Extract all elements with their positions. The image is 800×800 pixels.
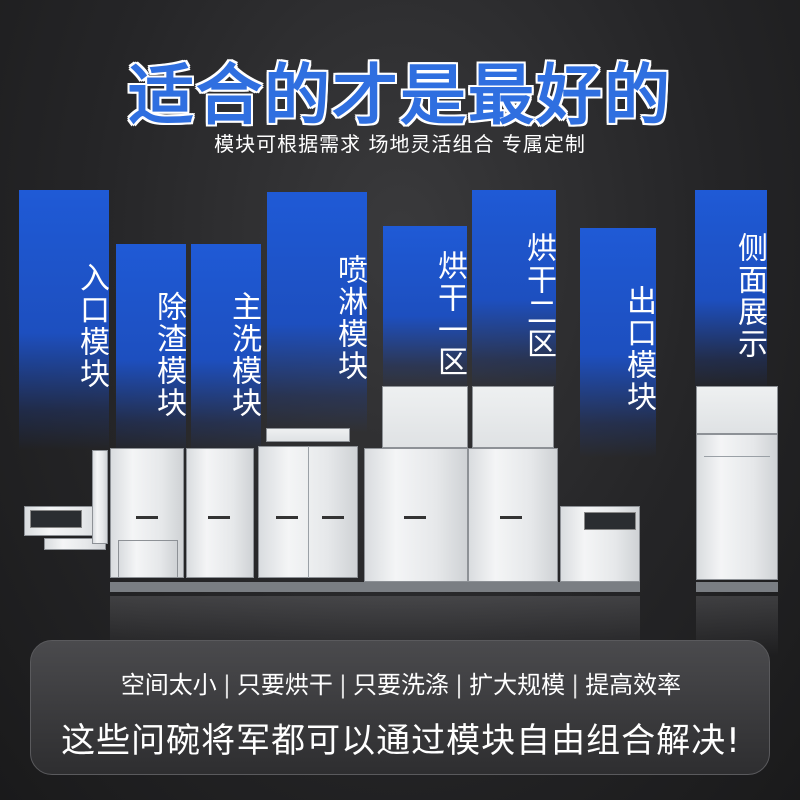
bottom-info-box: 空间太小|只要烘干|只要洗涤|扩大规模|提高效率 这些问碗将军都可以通过模块自由…: [30, 640, 770, 775]
feature-list: 空间太小|只要烘干|只要洗涤|扩大规模|提高效率: [31, 665, 771, 700]
side-view-body: [696, 434, 778, 580]
entry-control-panel: [30, 510, 82, 528]
entry-rail: [44, 538, 106, 550]
feature-separator: |: [571, 671, 580, 699]
entry-side: [92, 450, 108, 544]
residue-handle: [136, 516, 158, 519]
module-label-dry-2: 烘干二区: [472, 190, 556, 390]
dry-1-hood: [382, 386, 468, 448]
main-wash-handle: [208, 516, 230, 519]
side-view-hood: [696, 386, 778, 434]
feature-separator: |: [455, 671, 464, 699]
spray-top-cover: [266, 428, 350, 442]
feature-dry-only: 只要烘干: [236, 671, 333, 699]
feature-separator: |: [222, 671, 231, 699]
conclusion-text: 这些问碗将军都可以通过模块自由组合解决!: [61, 721, 741, 761]
side-view-base: [696, 582, 778, 592]
page-title: 适合的才是最好的: [128, 57, 672, 134]
dry-1-module-body: [364, 448, 468, 582]
module-label-entry: 入口模块: [19, 190, 109, 450]
dry-2-hood: [472, 386, 554, 448]
feature-space: 空间太小: [120, 671, 217, 699]
main-wash-module-body: [186, 448, 254, 578]
side-view-rail: [704, 456, 770, 457]
dry-2-module-body: [468, 448, 558, 582]
module-label-dry-1: 烘干一区: [383, 226, 467, 390]
residue-tank: [118, 540, 178, 578]
feature-scale-up: 扩大规模: [469, 671, 566, 699]
page-subtitle: 模块可根据需求 场地灵活组合 专属定制: [214, 132, 586, 156]
dry-2-handle: [500, 516, 522, 519]
module-label-side-view: 侧面展示: [695, 190, 767, 390]
spray-handle-left: [276, 516, 298, 519]
spray-handle-right: [322, 516, 344, 519]
module-label-residue: 除渣模块: [116, 244, 186, 454]
module-label-main-wash: 主洗模块: [191, 244, 261, 454]
spray-door-divider: [308, 446, 309, 578]
module-label-exit: 出口模块: [580, 228, 656, 458]
feature-wash-only: 只要洗涤: [353, 671, 449, 699]
feature-separator: |: [338, 671, 347, 699]
exit-control-panel: [584, 512, 636, 530]
module-label-spray: 喷淋模块: [267, 192, 367, 432]
machine-base: [110, 582, 640, 592]
dry-1-handle: [404, 516, 426, 519]
feature-efficiency: 提高效率: [585, 671, 682, 699]
